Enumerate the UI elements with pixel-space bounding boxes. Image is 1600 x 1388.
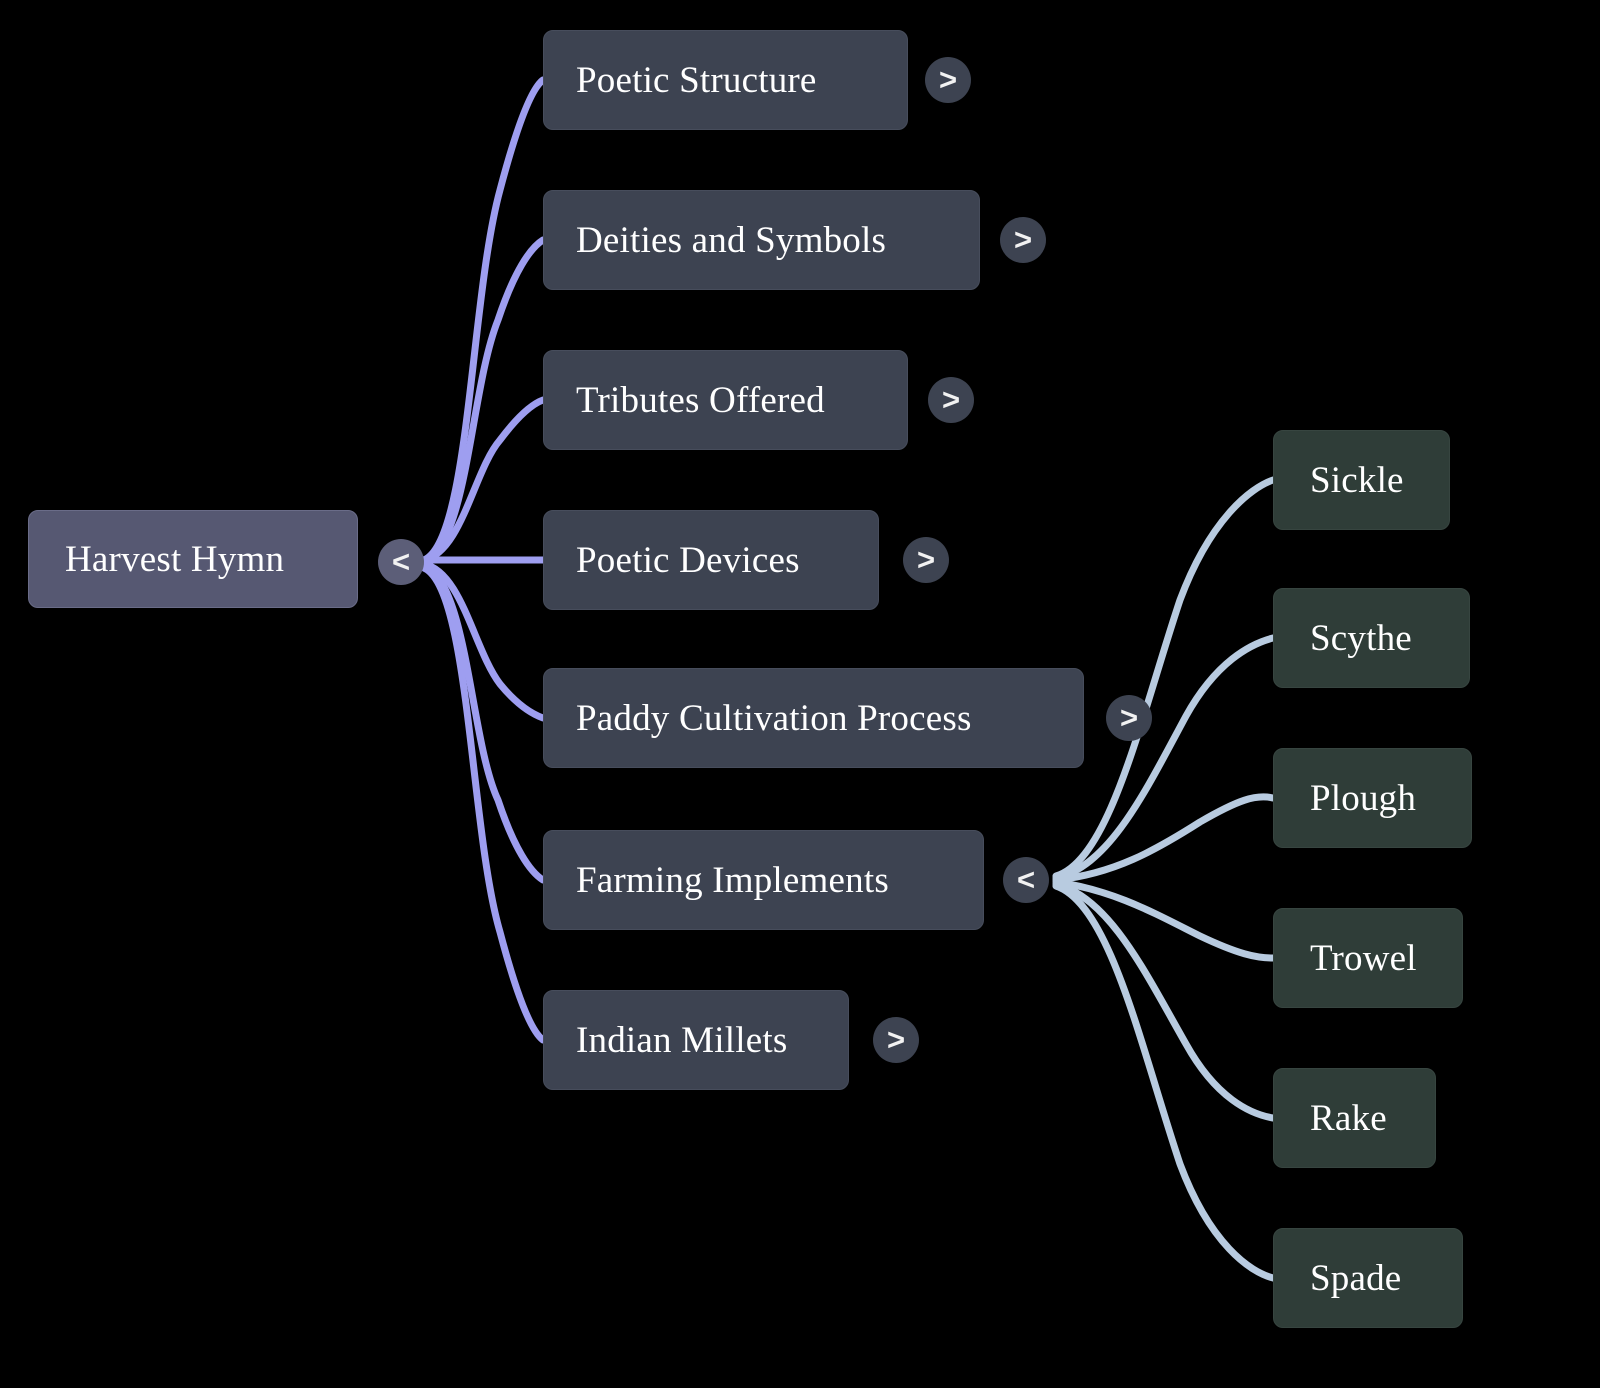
node-root-label: Harvest Hymn [65,538,285,580]
node-tributes-offered-label: Tributes Offered [576,379,825,421]
edge-farming-plough [1052,793,1277,884]
toggle-deities-and-symbols[interactable]: > [1000,217,1046,263]
node-plough[interactable]: Plough [1273,748,1472,848]
edge-root-indian-millets [420,564,547,1044]
node-poetic-devices-label: Poetic Devices [576,539,800,581]
node-root[interactable]: Harvest Hymn [28,510,358,608]
node-trowel[interactable]: Trowel [1273,908,1463,1008]
node-sickle[interactable]: Sickle [1273,430,1450,530]
edge-root-farming-implements [420,562,547,884]
node-scythe[interactable]: Scythe [1273,588,1470,688]
toggle-indian-millets[interactable]: > [873,1017,919,1063]
chevron-right-icon: > [886,1021,906,1057]
node-deities-and-symbols[interactable]: Deities and Symbols [543,190,980,290]
toggle-poetic-devices[interactable]: > [903,537,949,583]
chevron-right-icon: > [1013,221,1033,257]
chevron-right-icon: > [941,381,961,417]
node-farming-implements[interactable]: Farming Implements [543,830,984,930]
chevron-right-icon: > [1119,699,1139,735]
toggle-tributes-offered[interactable]: > [928,377,974,423]
edge-root-tributes-offered [420,396,547,564]
edge-farming-trowel [1052,878,1277,962]
edge-farming-scythe [1052,634,1277,882]
node-rake-label: Rake [1310,1097,1387,1139]
node-spade[interactable]: Spade [1273,1228,1463,1328]
node-plough-label: Plough [1310,777,1417,819]
node-indian-millets-label: Indian Millets [576,1019,788,1061]
toggle-paddy-cultivation-process[interactable]: > [1106,695,1152,741]
toggle-poetic-structure[interactable]: > [925,57,971,103]
node-rake[interactable]: Rake [1273,1068,1436,1168]
node-deities-and-symbols-label: Deities and Symbols [576,219,887,261]
chevron-right-icon: > [916,541,936,577]
edge-farming-rake [1052,880,1277,1122]
node-paddy-cultivation-process[interactable]: Paddy Cultivation Process [543,668,1084,768]
chevron-left-icon: < [1016,861,1036,897]
node-poetic-structure[interactable]: Poetic Structure [543,30,908,130]
edge-farming-sickle [1052,476,1277,880]
node-paddy-cultivation-process-label: Paddy Cultivation Process [576,697,972,739]
node-poetic-structure-label: Poetic Structure [576,59,817,101]
chevron-left-icon: < [391,543,411,579]
node-tributes-offered[interactable]: Tributes Offered [543,350,908,450]
edge-farming-spade [1052,882,1277,1282]
node-trowel-label: Trowel [1310,937,1417,979]
node-farming-implements-label: Farming Implements [576,859,889,901]
node-indian-millets[interactable]: Indian Millets [543,990,849,1090]
node-poetic-devices[interactable]: Poetic Devices [543,510,879,610]
node-spade-label: Spade [1310,1257,1402,1299]
edge-root-deities-symbols [420,236,547,564]
node-scythe-label: Scythe [1310,617,1412,659]
toggle-farming-implements[interactable]: < [1003,857,1049,903]
node-sickle-label: Sickle [1310,459,1404,501]
root-collapse-toggle[interactable]: < [378,539,424,585]
chevron-right-icon: > [938,61,958,97]
edge-root-poetic-structure [420,76,547,564]
edge-root-paddy-cultivation [420,560,547,722]
